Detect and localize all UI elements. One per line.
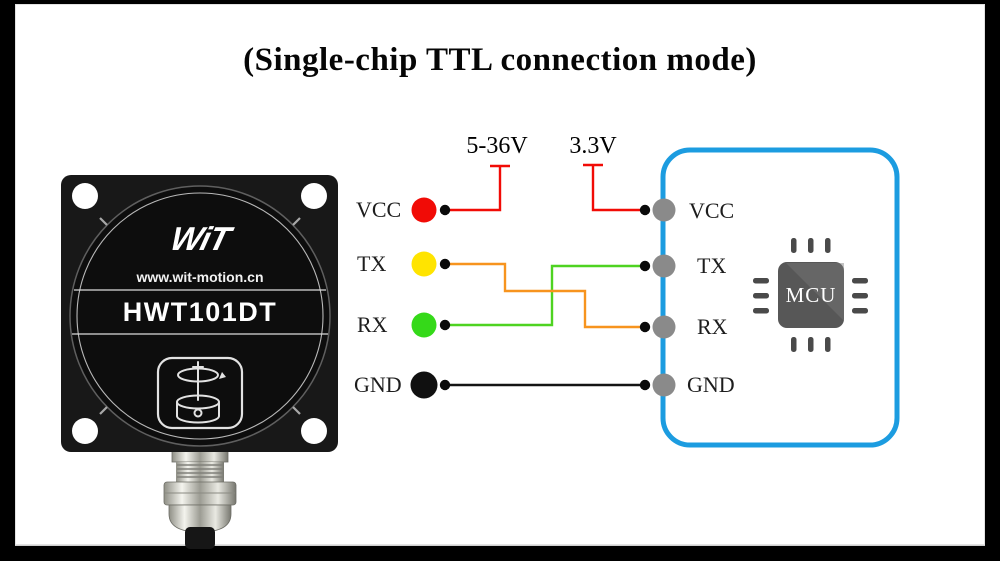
mcu-pin-pads — [639, 198, 676, 397]
mcu-vcc-pad — [652, 198, 676, 222]
sensor-vcc-dot — [411, 197, 437, 223]
mcu-pin-label-tx: TX — [697, 253, 727, 278]
wire-sensor-vcc-supply — [445, 166, 502, 212]
mcu-chip-label: MCU — [785, 283, 837, 307]
sensor-cable — [185, 527, 215, 549]
wire-mcu-vcc-supply — [591, 165, 645, 212]
mcu-chip-icon — [753, 238, 868, 352]
page-title: (Single-chip TTL connection mode) — [243, 42, 757, 78]
mounting-hole — [301, 418, 327, 444]
sensor-face — [69, 185, 331, 447]
mcu-pin-label-gnd: GND — [687, 372, 735, 397]
sensor-pin-label-tx: TX — [357, 251, 387, 276]
sensor-device — [61, 175, 338, 452]
sensor-gnd-dot — [410, 371, 438, 399]
wire-rx-to-tx — [446, 264, 645, 327]
mcu-rx-pad — [652, 315, 676, 339]
mcu-board — [660, 147, 900, 448]
mcu-tx-pad — [652, 254, 676, 278]
mcu-pin-label-vcc: VCC — [689, 198, 735, 223]
sensor-rx-dot — [411, 312, 437, 338]
mounting-hole — [72, 418, 98, 444]
mcu-pin-label-rx: RX — [697, 314, 728, 339]
sensor-pin-label-rx: RX — [357, 312, 388, 337]
mounting-hole — [72, 183, 98, 209]
mcu-gnd-pad — [652, 373, 676, 397]
sensor-pin-label-gnd: GND — [354, 372, 402, 397]
cable-gland — [163, 443, 237, 549]
mounting-hole — [301, 183, 327, 209]
sensor-pin-dots — [410, 197, 451, 399]
sensor-tx-dot — [411, 251, 437, 277]
face-ticks — [99, 217, 301, 415]
wire-tx-to-rx — [446, 262, 645, 329]
sensor-model-text: HWT101DT — [122, 297, 278, 327]
mcu-supply-voltage-label: 3.3V — [569, 133, 617, 159]
sensor-supply-voltage-label: 5-36V — [466, 133, 528, 159]
wit-logo: WiT — [166, 220, 234, 257]
gyro-icon — [156, 356, 244, 430]
sensor-pin-label-vcc: VCC — [356, 197, 402, 222]
sensor-website-text: www.wit-motion.cn — [136, 269, 264, 285]
